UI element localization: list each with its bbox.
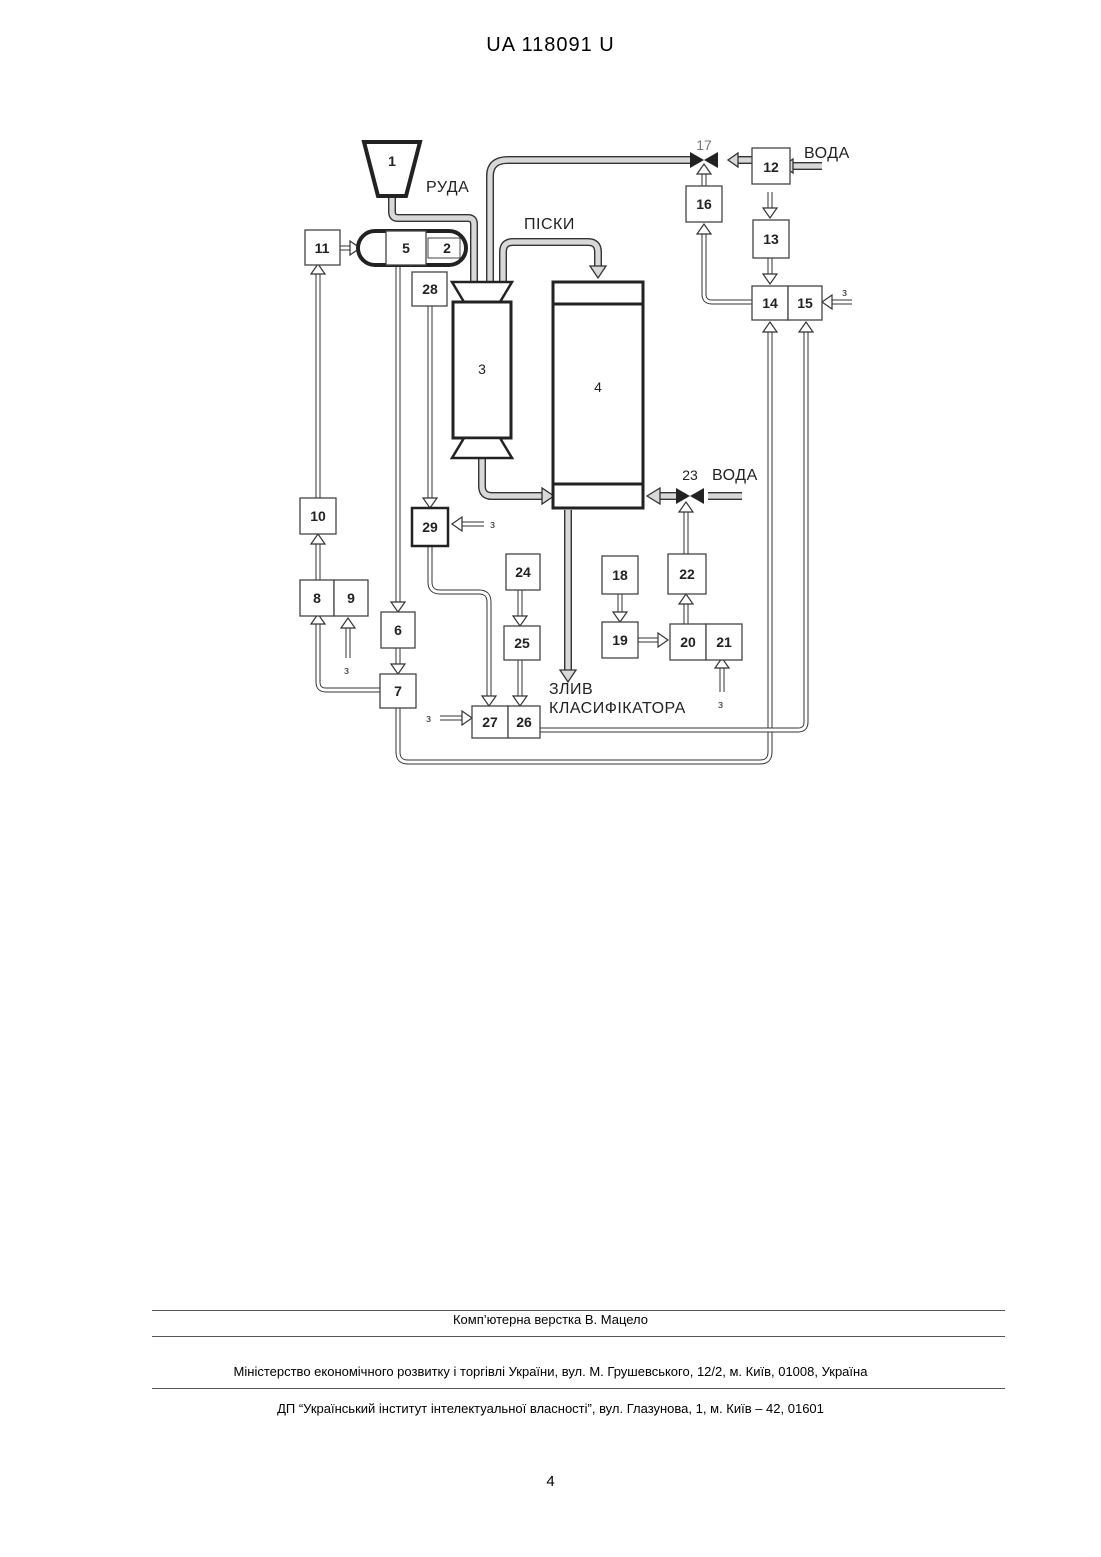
- pipe-sands-return: [503, 242, 606, 282]
- block-11: 11: [305, 230, 340, 265]
- block-29: 29: [412, 508, 448, 546]
- svg-text:8: 8: [313, 590, 321, 606]
- svg-text:4: 4: [594, 379, 602, 395]
- footer-rule-middle: [152, 1336, 1005, 1337]
- label-overflow-line2: КЛАСИФІКАТОРА: [549, 700, 686, 717]
- svg-text:14: 14: [762, 295, 778, 311]
- label-ore: РУДА: [426, 179, 469, 196]
- page-number: 4: [0, 1473, 1101, 1490]
- block-7: 7: [380, 674, 416, 708]
- block-19: 19: [602, 622, 638, 658]
- label-z-21: з: [718, 699, 723, 711]
- svg-text:23: 23: [682, 467, 698, 483]
- block-14: 14: [752, 286, 788, 320]
- label-overflow-line1: ЗЛИВ: [549, 681, 593, 698]
- block-2-conveyor: 2: [358, 231, 466, 265]
- block-28: 28: [412, 272, 447, 306]
- block-3-mill: 3: [452, 282, 512, 458]
- label-z-15: з: [842, 287, 847, 299]
- svg-text:28: 28: [422, 281, 438, 297]
- label-z-29: з: [490, 519, 495, 531]
- svg-text:11: 11: [315, 240, 330, 256]
- svg-text:29: 29: [422, 519, 438, 535]
- block-12: 12: [752, 148, 790, 184]
- pipe-water-to-mill: [490, 160, 690, 282]
- footer-rule-bottom: [152, 1388, 1005, 1389]
- block-20: 20: [670, 624, 706, 660]
- footer-institute: ДП “Український інститут інтелектуальної…: [0, 1401, 1101, 1416]
- svg-text:21: 21: [716, 634, 732, 650]
- svg-text:3: 3: [478, 361, 486, 377]
- block-16: 16: [686, 186, 722, 222]
- block-5: 5: [402, 240, 410, 256]
- block-6: 6: [381, 612, 415, 648]
- block-21: 21: [706, 624, 742, 660]
- svg-text:24: 24: [515, 564, 531, 580]
- block-4-classifier: 4: [553, 282, 643, 508]
- block-9: 9: [334, 580, 368, 616]
- block-1-ore-hopper: 1: [364, 142, 420, 196]
- label-water-mid: ВОДА: [712, 467, 758, 484]
- svg-text:27: 27: [482, 714, 498, 730]
- svg-text:17: 17: [696, 137, 712, 153]
- process-flow-diagram: 1 2 5 3 4 17 23 11 28 12 16 13 14 15: [0, 0, 1101, 800]
- svg-text:26: 26: [516, 714, 532, 730]
- block-8: 8: [300, 580, 334, 616]
- footer-layout-credit: Комп’ютерна верстка В. Мацело: [0, 1312, 1101, 1327]
- block-22: 22: [668, 554, 706, 594]
- block-13: 13: [753, 220, 789, 258]
- valve-23: 23: [676, 467, 704, 504]
- svg-text:19: 19: [612, 632, 628, 648]
- svg-text:1: 1: [388, 153, 396, 169]
- block-18: 18: [602, 556, 638, 594]
- svg-text:22: 22: [679, 566, 695, 582]
- svg-text:9: 9: [347, 590, 355, 606]
- svg-text:6: 6: [394, 622, 402, 638]
- svg-text:5: 5: [402, 240, 410, 256]
- block-25: 25: [504, 626, 540, 660]
- svg-text:20: 20: [680, 634, 696, 650]
- svg-text:12: 12: [763, 159, 779, 175]
- pipe-classifier-overflow: [560, 510, 576, 682]
- block-10: 10: [300, 498, 336, 534]
- footer-ministry: Міністерство економічного розвитку і тор…: [0, 1364, 1101, 1379]
- label-z-9: з: [344, 665, 349, 677]
- svg-text:2: 2: [443, 240, 451, 256]
- block-15: 15: [788, 286, 822, 320]
- svg-text:16: 16: [696, 196, 712, 212]
- block-24: 24: [506, 554, 540, 590]
- label-z-27: з: [426, 713, 431, 725]
- block-26: 26: [508, 706, 540, 738]
- svg-text:15: 15: [797, 295, 813, 311]
- svg-text:25: 25: [514, 635, 530, 651]
- svg-text:10: 10: [310, 508, 326, 524]
- svg-text:18: 18: [612, 567, 628, 583]
- label-water-top: ВОДА: [804, 145, 850, 162]
- svg-text:7: 7: [394, 683, 402, 699]
- label-sands: ПІСКИ: [524, 216, 575, 233]
- svg-text:13: 13: [763, 231, 779, 247]
- pipe-mill-to-classifier: [482, 458, 554, 504]
- footer-rule-top: [152, 1310, 1005, 1311]
- block-27: 27: [472, 706, 508, 738]
